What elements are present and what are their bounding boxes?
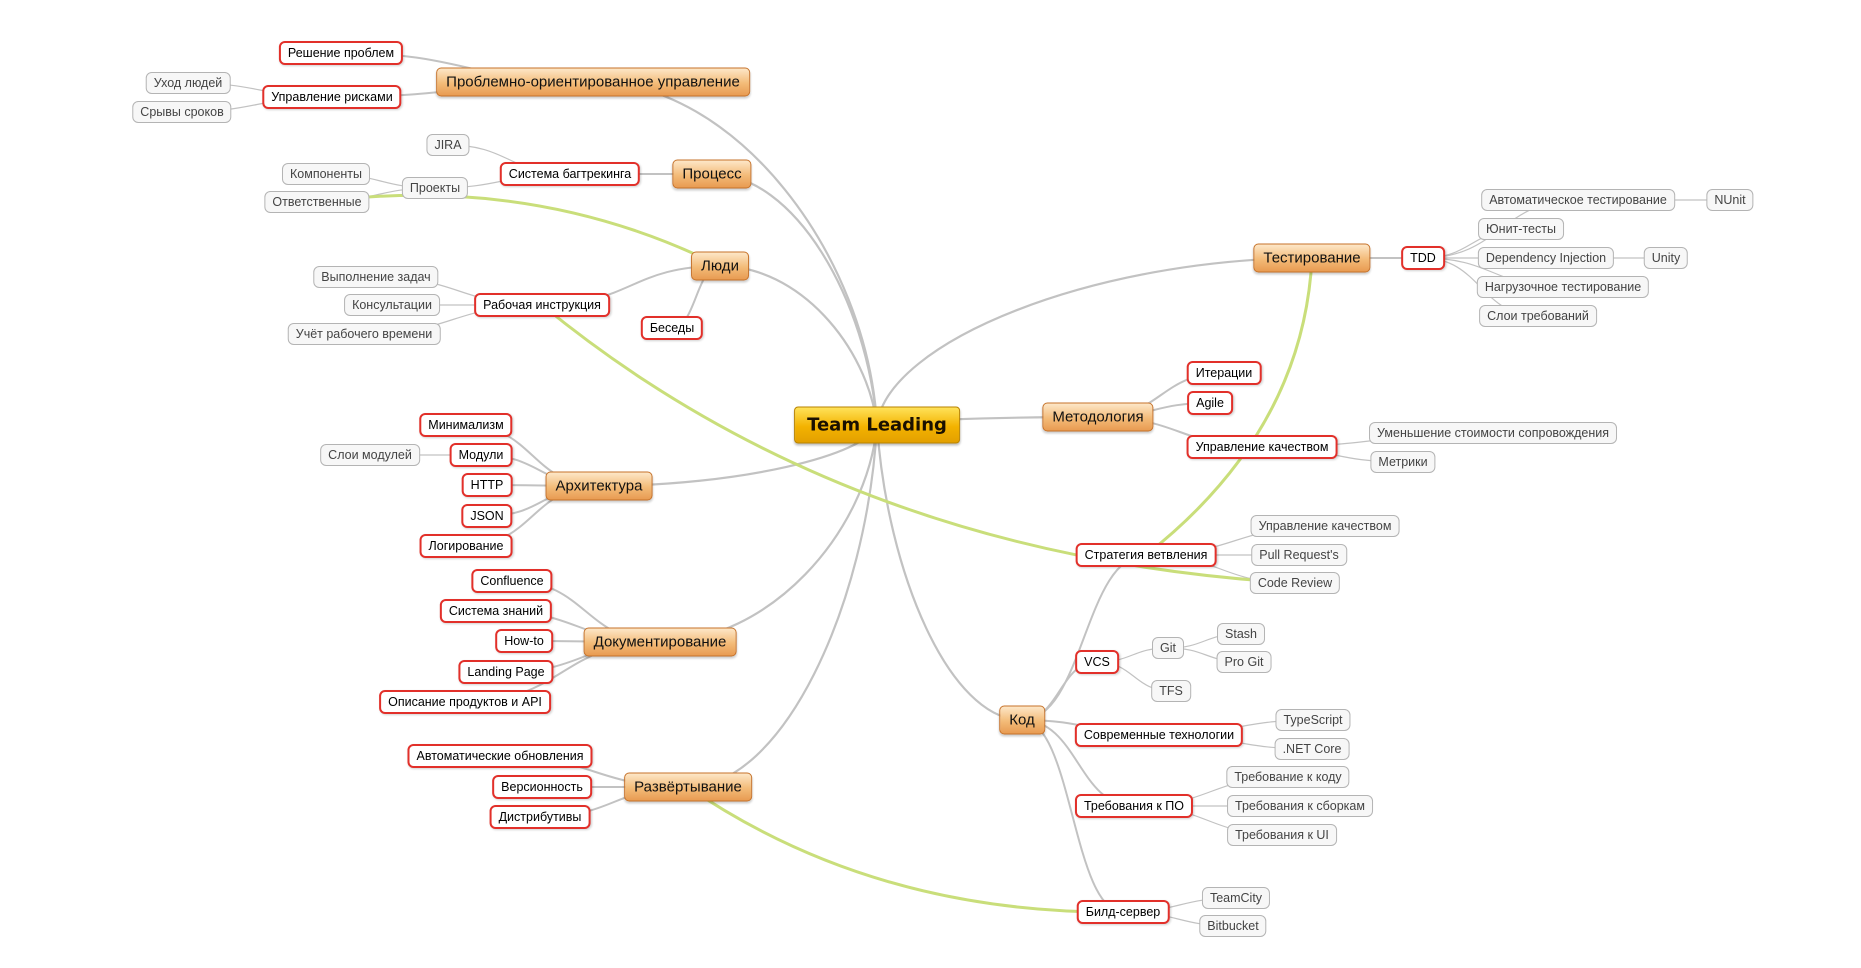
node-process[interactable]: Процесс: [672, 159, 752, 189]
node-review[interactable]: Code Review: [1249, 572, 1341, 594]
connector-code: [875, 424, 1023, 722]
node-di[interactable]: Dependency Injection: [1477, 247, 1615, 269]
node-docs[interactable]: Документирование: [583, 627, 737, 657]
node-risk_people[interactable]: Уход людей: [145, 72, 231, 94]
node-reqs[interactable]: Требования к ПО: [1074, 794, 1194, 818]
relation-instruction-review: [541, 303, 1300, 590]
node-autotest[interactable]: Автоматическое тестирование: [1481, 189, 1675, 211]
node-http[interactable]: HTTP: [461, 473, 513, 497]
node-responsible[interactable]: Ответственные: [264, 191, 370, 213]
node-jira[interactable]: JIRA: [426, 134, 470, 156]
node-howto[interactable]: How-to: [495, 629, 553, 653]
node-autoupdate[interactable]: Автоматические обновления: [407, 744, 593, 768]
node-quality[interactable]: Управление качеством: [1186, 435, 1338, 459]
node-problem_solve[interactable]: Решение проблем: [278, 41, 404, 65]
node-code[interactable]: Код: [999, 705, 1045, 735]
node-vcs[interactable]: VCS: [1075, 650, 1119, 674]
node-risk[interactable]: Управление рисками: [262, 85, 402, 109]
connector-people: [719, 264, 879, 426]
relation-people-responsible: [312, 193, 721, 268]
node-ts[interactable]: TypeScript: [1275, 709, 1351, 731]
node-module_layers[interactable]: Слои модулей: [320, 444, 420, 466]
node-unittests[interactable]: Юнит-тесты: [1478, 218, 1564, 240]
node-buildserver[interactable]: Билд-сервер: [1076, 900, 1170, 924]
node-arch[interactable]: Архитектура: [545, 471, 653, 501]
connector-branching: [1021, 554, 1147, 721]
connector-process: [711, 172, 879, 426]
node-loadtest[interactable]: Нагрузочное тестирование: [1476, 276, 1650, 298]
node-reqlayers[interactable]: Слои требований: [1479, 305, 1597, 327]
node-req_code[interactable]: Требование к коду: [1226, 766, 1350, 788]
node-tdd[interactable]: TDD: [1401, 246, 1445, 270]
node-teamcity[interactable]: TeamCity: [1201, 887, 1271, 909]
node-req_build[interactable]: Требования к сборкам: [1227, 795, 1373, 817]
node-costs[interactable]: Уменьшение стоимости сопровождения: [1369, 422, 1617, 444]
node-modern[interactable]: Современные технологии: [1074, 723, 1244, 747]
node-tasks[interactable]: Выполнение задач: [313, 266, 439, 288]
node-metrics[interactable]: Метрики: [1370, 451, 1436, 473]
node-confluence[interactable]: Confluence: [471, 569, 553, 593]
node-testing[interactable]: Тестирование: [1253, 243, 1371, 273]
node-projects[interactable]: Проекты: [401, 177, 469, 199]
connector-docs: [659, 424, 879, 644]
node-pull[interactable]: Pull Request's: [1251, 544, 1347, 566]
node-consult[interactable]: Консультации: [344, 294, 440, 316]
node-talks[interactable]: Беседы: [640, 316, 704, 340]
node-minimalism[interactable]: Минимализм: [419, 413, 513, 437]
node-iterations[interactable]: Итерации: [1186, 361, 1262, 385]
node-landing[interactable]: Landing Page: [458, 660, 554, 684]
node-people[interactable]: Люди: [691, 251, 749, 281]
node-unity[interactable]: Unity: [1643, 247, 1689, 269]
node-problem[interactable]: Проблемно-ориентированное управление: [436, 67, 750, 97]
node-knowledge[interactable]: Система знаний: [439, 599, 553, 623]
node-components[interactable]: Компоненты: [281, 163, 371, 185]
node-bugtracker[interactable]: Система багтрекинга: [499, 162, 641, 186]
node-br_quality[interactable]: Управление качеством: [1250, 515, 1400, 537]
node-deploy[interactable]: Развёртывание: [624, 772, 752, 802]
node-method[interactable]: Методология: [1042, 402, 1154, 432]
node-instruction[interactable]: Рабочая инструкция: [474, 293, 610, 317]
connector-testing: [875, 256, 1313, 426]
relation-branching-testing: [1142, 253, 1319, 558]
node-bitbucket[interactable]: Bitbucket: [1199, 915, 1267, 937]
node-versioning[interactable]: Версионность: [492, 775, 592, 799]
node-json[interactable]: JSON: [461, 504, 513, 528]
node-modules[interactable]: Модули: [449, 443, 513, 467]
node-timelog[interactable]: Учёт рабочего времени: [287, 323, 441, 345]
node-root[interactable]: Team Leading: [794, 406, 960, 444]
node-agile[interactable]: Agile: [1187, 391, 1233, 415]
node-nunit[interactable]: NUnit: [1706, 189, 1754, 211]
node-branching[interactable]: Стратегия ветвления: [1075, 543, 1217, 567]
node-distrib[interactable]: Дистрибутивы: [489, 805, 591, 829]
node-logging[interactable]: Логирование: [419, 534, 513, 558]
node-netcore[interactable]: .NET Core: [1274, 738, 1350, 760]
node-risk_deadlines[interactable]: Срывы сроков: [132, 101, 232, 123]
node-progit[interactable]: Pro Git: [1216, 651, 1272, 673]
relation-deploy-buildserver: [687, 785, 1128, 920]
node-stash[interactable]: Stash: [1217, 623, 1265, 645]
node-api_desc[interactable]: Описание продуктов и API: [379, 690, 551, 714]
node-git[interactable]: Git: [1152, 637, 1184, 659]
node-req_ui[interactable]: Требования к UI: [1227, 824, 1337, 846]
node-tfs[interactable]: TFS: [1151, 680, 1191, 702]
